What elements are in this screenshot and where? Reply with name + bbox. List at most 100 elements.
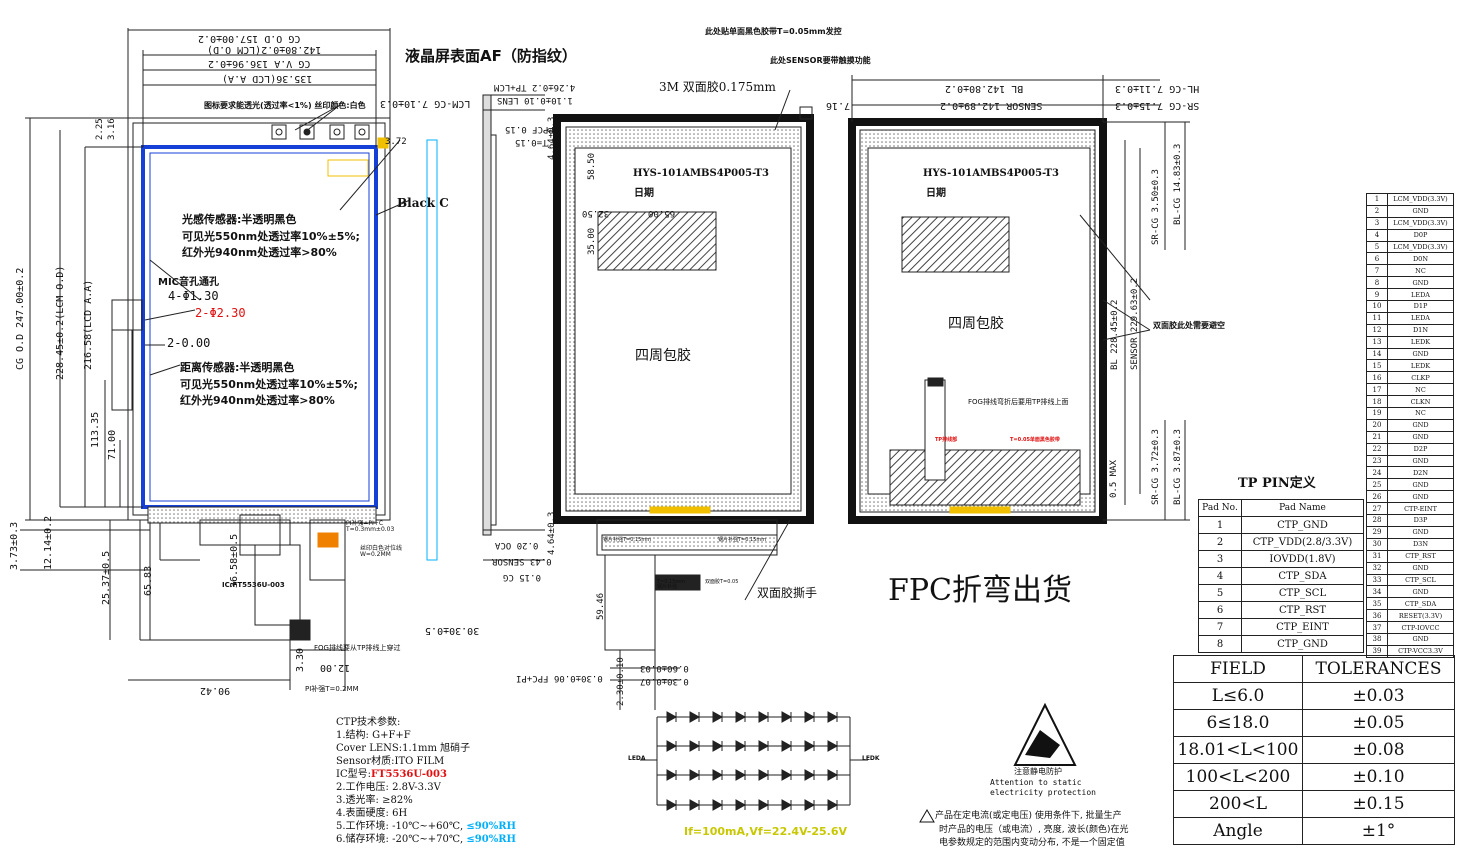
distance-sensor-line-3: 红外光940nm处透过率>80% [180, 394, 335, 407]
tp-pin-header: Pad No.Pad Name [1198, 499, 1364, 517]
bv2-dim-bl22845: BL 228.45±0.2 [1110, 299, 1120, 370]
led-diode-icon [666, 711, 678, 723]
side-dim-d: T=0.15 [515, 137, 548, 147]
dim-lcm-height: 228.45±0.2(LCM O.D) [55, 265, 66, 380]
lcm-pin-number: 13 [1366, 335, 1388, 349]
hole-b: 2-Φ2.30 [195, 306, 246, 320]
dim-lcd-aa: 135.36(LCD A.A) [222, 73, 313, 84]
tolerance-row: 200<L±0.15 [1173, 790, 1455, 818]
lcm-pin-number: 33 [1366, 573, 1388, 587]
bv2-dim-sensor22963: SENSOR 229.63±0.2 [1130, 277, 1140, 370]
led-diode-icon [827, 769, 839, 781]
tp-pin-number: 6 [1198, 601, 1242, 619]
tolerance-field: 200<L [1173, 790, 1303, 818]
led-diode-icon [804, 740, 816, 752]
lcm-pin-number: 3 [1366, 216, 1388, 230]
led-left-label: LEDA [628, 755, 646, 762]
side-dim-h: 0.43 SENSOR [492, 556, 552, 566]
bv1-dim-5850: 58.50 [587, 152, 597, 180]
tolerance-field: 18.01<L<100 [1173, 736, 1303, 764]
dim-7100: 71.00 [107, 429, 118, 460]
side-view [426, 94, 545, 561]
ctp-spec-line-text: 2.工作电压: 2.8V-3.3V [336, 782, 441, 793]
bv2-top-note: 此处SENSOR要带触摸功能 [770, 56, 871, 65]
ctp-spec-line: IC型号:FT5536U-003 [336, 768, 516, 781]
bv1-dim-5946: 59.46 [596, 592, 606, 620]
tp-pin-name: CTP_SCL [1241, 584, 1364, 602]
ctp-spec-line-text: IC型号: [336, 769, 371, 780]
ctp-spec-line-text: 4.表面硬度: 6H [336, 808, 408, 819]
tp-pin-number: 5 [1198, 584, 1242, 602]
icon-note: 图标要求能透光(透过率<1%) 丝印颜色:白色 [204, 101, 366, 110]
led-diode-icon [781, 740, 793, 752]
dim-cg-height: CG O.D 247.00±0.2 [15, 267, 26, 370]
ic-label: IC:FT5536U-003 [222, 581, 285, 589]
dim-11335: 113.35 [90, 411, 101, 448]
led-diode-icon [804, 799, 816, 811]
tp-pin-number: 2 [1198, 533, 1242, 551]
bv2-dim-blcg387: BL-CG 3.87±0.3 [1173, 429, 1183, 505]
led-diode-icon [689, 799, 701, 811]
fog-note: FOG排线要从TP排线上穿过 [314, 644, 401, 652]
led-diode-icon [712, 740, 724, 752]
lcm-pin-number: 7 [1366, 264, 1388, 278]
dim-373: 3.73±0.3 [9, 521, 20, 570]
bv1-model: HYS-101AMBS4P005-T3 [633, 168, 769, 179]
light-sensor-line-3: 红外光940nm处透过率>80% [182, 246, 337, 259]
bv2-wrap: 四周包胶 [948, 316, 1004, 332]
distance-sensor-spec: 距离传感器:半透明黑色 可见光550nm处透过率10%±5%; 红外光940nm… [180, 360, 358, 410]
tolerance-row: 18.01<L<100±0.08 [1173, 736, 1455, 764]
distance-sensor-line-2: 可见光550nm处透过率10%±5%; [180, 377, 358, 391]
tp-pin-header-cell: Pad No. [1198, 499, 1242, 517]
bv1-fpc-note-c: T=0.15mm钢片补强 [657, 579, 686, 590]
lcm-pin-name: D3P [1387, 514, 1454, 527]
lcm-pin-number: 28 [1366, 514, 1388, 527]
tp-pin-name: CTP_GND [1241, 635, 1364, 653]
hole-c: 2-0.00 [167, 336, 211, 350]
tp-pin-name: CTP_VDD(2.8/3.3V) [1241, 533, 1364, 551]
dim-6583: 65.83 [143, 565, 154, 596]
mic-label: MIC音孔通孔 [158, 277, 220, 288]
dim-3658: 36.58±0.5 [229, 533, 240, 588]
bv2-dim-hlcg: HL-CG 7.11±0.3 [1115, 83, 1200, 94]
lcm-pin-name: CTP-IOVCC [1387, 621, 1454, 634]
ctp-spec-line-text: 6.储存环境: -20℃~+70℃, [336, 834, 467, 845]
bv1-fpc-note-b: 钢片补强T=0.15mm [718, 537, 767, 543]
lcm-pin-name: CTP_SCL [1387, 573, 1454, 587]
lcm-pin-number: 12 [1366, 323, 1388, 337]
tolerance-value: ±0.03 [1302, 682, 1455, 710]
tolerance-field: 6≤18.0 [1173, 709, 1303, 737]
lcm-pin-number: 4 [1366, 228, 1388, 242]
lcm-pin-name: LCM_VDD(3.3V) [1387, 193, 1454, 206]
bv2-red-note: T=0.05单面黑色胶带 [1010, 437, 1060, 443]
bv1-date: 日期 [634, 188, 654, 199]
lcm-pin-number: 26 [1366, 490, 1388, 504]
dim-lcd-height: 216.58(LCD A.A) [83, 279, 94, 370]
dim-3030: 30.30±0.5 [425, 625, 480, 636]
lcm-pin-number: 2 [1366, 204, 1388, 218]
tolerance-value: ±0.10 [1302, 763, 1455, 791]
lcm-pin-name: LCM_VDD(3.3V) [1387, 216, 1454, 230]
ctp-spec-title: CTP技术参数: [336, 717, 401, 728]
dim-9042: 90.42 [200, 685, 231, 696]
lcm-pin-name: GND [1387, 454, 1454, 468]
bv1-wrap: 四周包胶 [635, 348, 691, 364]
tp-pin-number: 4 [1198, 567, 1242, 585]
tp-pin-title: TP PIN定义 [1238, 476, 1316, 491]
lcm-pin-number: 5 [1366, 240, 1388, 254]
lcm-pin-name: GND [1387, 561, 1454, 575]
lcm-pin-name: LEDA [1387, 288, 1454, 302]
bottom-note-line-2: 时产品的电压（或电流）, 亮度, 波长(颜色)在光 [939, 824, 1129, 835]
